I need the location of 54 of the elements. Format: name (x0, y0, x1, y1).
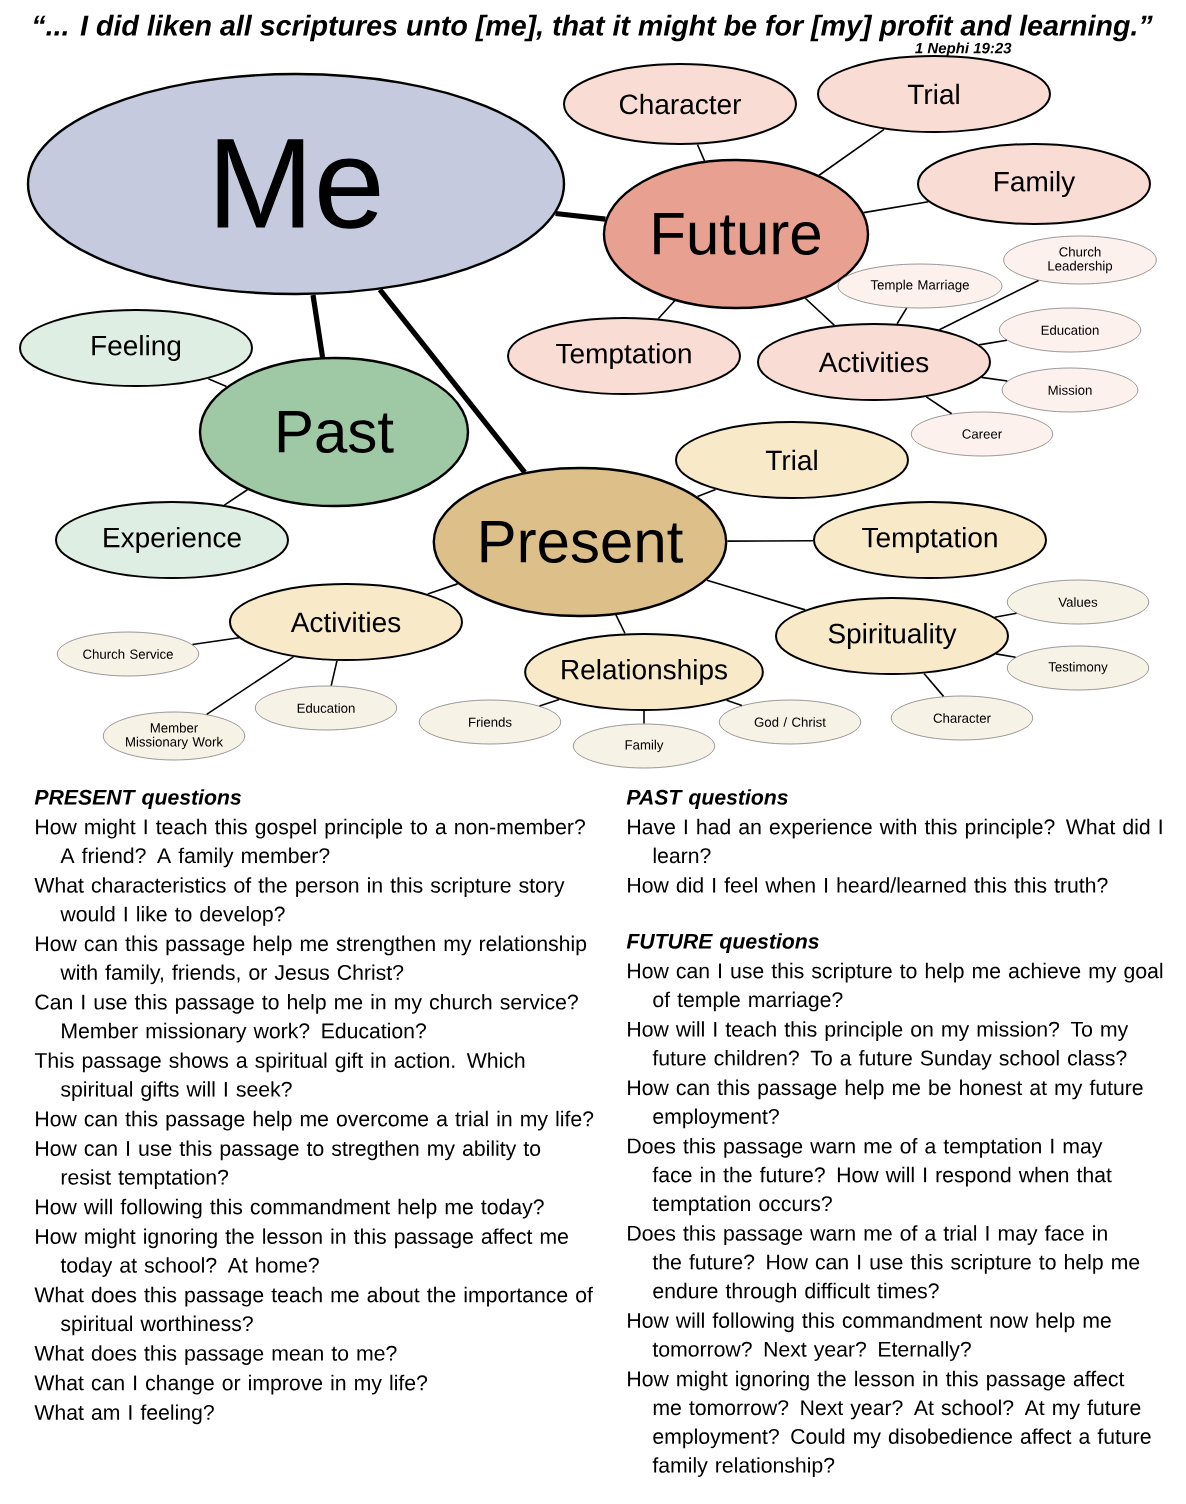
connector-line (818, 128, 885, 177)
question-text: How might I teach this gospel principle to a non-member? A friend? A family member? (36, 818, 585, 868)
connector-line (726, 539, 814, 542)
connector-line (725, 699, 743, 707)
connector-line (925, 396, 953, 415)
section-heading: FUTURE questions (626, 933, 819, 953)
connector-line (538, 698, 560, 707)
question-text: What does this passage teach me about the importance of spiritual worthiness? (34, 1286, 593, 1336)
section-heading: PAST questions (626, 789, 788, 809)
connector-line (896, 307, 908, 325)
connector-line (191, 636, 240, 646)
question-text: What does this passage mean to me? (34, 1345, 397, 1365)
connector-line (923, 672, 945, 698)
question-text: How can I use this passage to stregthen my ability to resist temptation? (36, 1140, 541, 1189)
connector-line (205, 656, 295, 716)
question-text: How did I feel when I heard/learned this this truth? (628, 877, 1108, 893)
question-text: How can this passage help me be honest at my future employment? (628, 1079, 1143, 1129)
connector-line (377, 288, 527, 474)
connector-line (643, 710, 645, 725)
question-text: How can this passage help me strengthen my relationship with family, friends, or Jesus Christ? (36, 935, 587, 985)
question-text: What characteristics of the person in this scripture story would I like to develop? (34, 877, 565, 926)
question-text: Have I had an experience with this principle? What did I learn? (628, 818, 1162, 864)
connector-line (330, 660, 338, 687)
quote-title: “... I did liken all scriptures unto [me], that it might be for [my] profit and learning.” (34, 14, 1153, 42)
connector-line (696, 143, 706, 162)
connector-line (862, 200, 930, 214)
connector-line (555, 210, 606, 222)
question-text: Does this passage warn me of a trial I may face in the future? How can I use this scripture to help me endure through difficult times? (628, 1225, 1140, 1303)
question-text: How will I teach this principle on my mission? To my future children? To a future Sunday school class? (628, 1021, 1129, 1070)
connector-line (804, 297, 836, 327)
question-text: This passage shows a spiritual gift in action. Which spiritual gifts will I seek? (34, 1052, 525, 1101)
connector-line (207, 377, 228, 388)
question-text: How might ignoring the lesson in this passage affect me tomorrow? Next year? At school? At my future employment? Could my disobedience affect a future family relationship? (628, 1370, 1151, 1477)
question-text: Can I use this passage to help me in my church service? Member missionary work? Education? (35, 994, 578, 1043)
connector-line (980, 376, 1009, 382)
question-text: How can I use this scripture to help me achieve my goal of temple marriage? (628, 962, 1163, 1012)
question-text: How will following this commandment help me today? (36, 1198, 544, 1219)
connector-line (310, 294, 326, 358)
connector-line (995, 653, 1017, 659)
question-text: How will following this commandment now help me tomorrow? Next year? Eternally? (628, 1312, 1111, 1361)
connector-line (657, 299, 676, 320)
connector-line (696, 488, 717, 498)
connector-line (615, 614, 626, 635)
connector-line (426, 583, 459, 595)
connector-line (706, 579, 806, 611)
question-text: What am I feeling? (34, 1404, 214, 1425)
question-text: What can I change or improve in my life? (34, 1374, 428, 1395)
question-text: How can this passage help me overcome a trial in my life? (36, 1110, 594, 1131)
connector-line (993, 612, 1018, 619)
section-heading: PRESENT questions (34, 789, 241, 809)
connector-line (223, 488, 249, 506)
connector-line (978, 339, 1008, 346)
question-text: Does this passage warn me of a temptation I may face in the future? How will I respond when that temptation occurs? (628, 1138, 1112, 1216)
question-text: How might ignoring the lesson in this passage affect me today at school? At home? (36, 1228, 568, 1277)
